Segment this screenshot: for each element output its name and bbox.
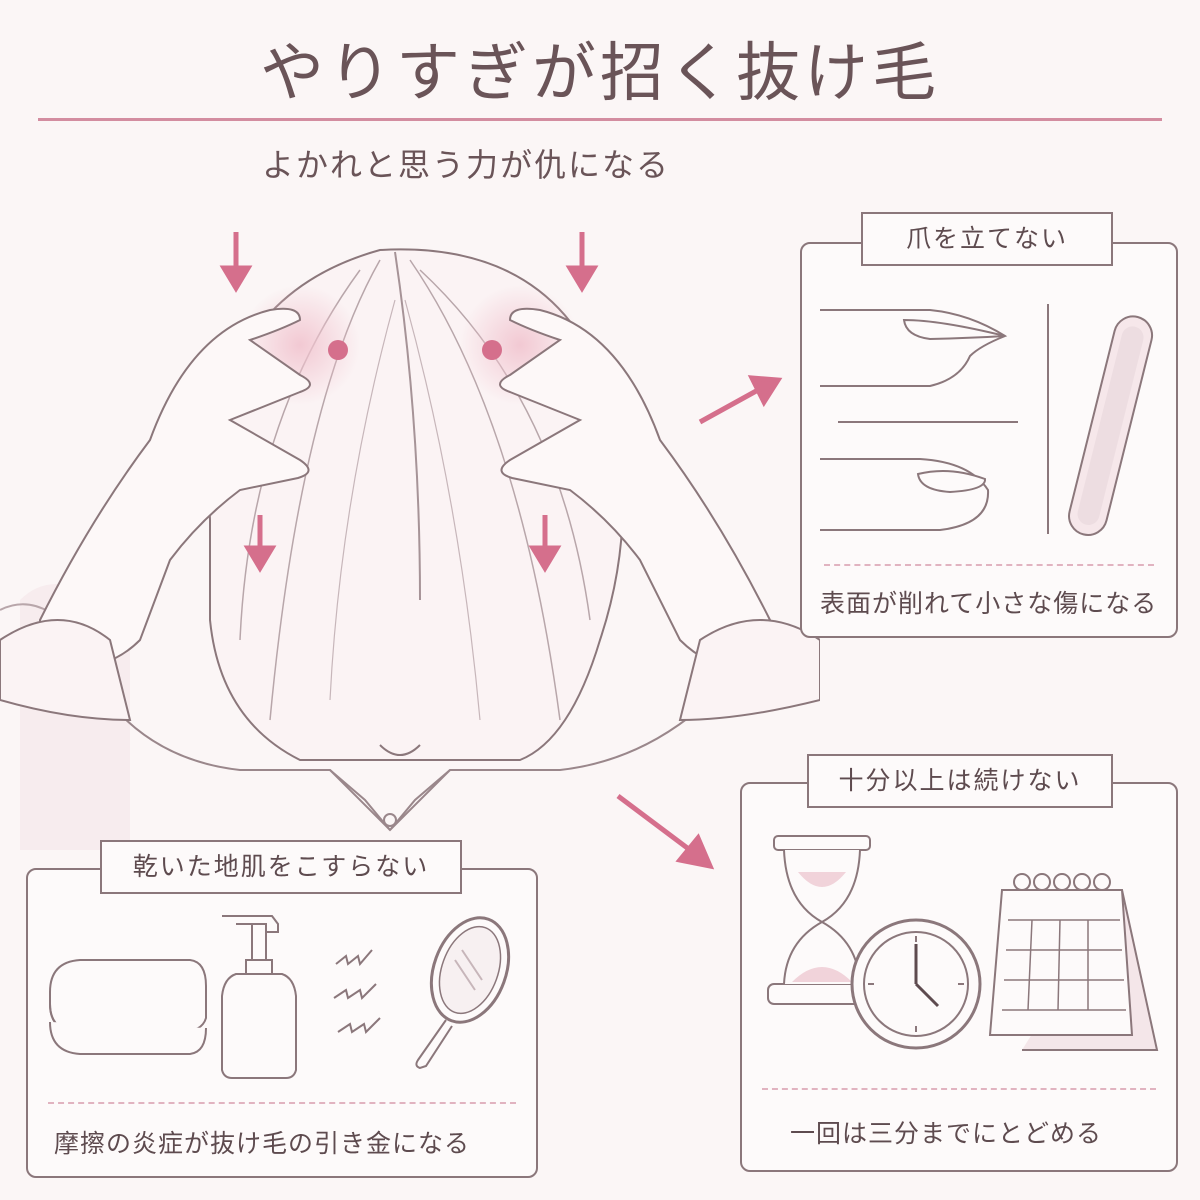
panel-dry: 摩擦の炎症が抜け毛の引き金になる — [26, 868, 538, 1178]
head-massage-illustration — [0, 232, 820, 870]
title-divider — [38, 118, 1162, 121]
dry-divider — [48, 1102, 516, 1104]
time-label: 十分以上は続けない — [807, 754, 1113, 808]
friction-sparks-icon — [333, 949, 381, 1034]
nail-file-icon — [1047, 304, 1154, 536]
panel-time: 一回は三分までにとどめる — [740, 782, 1178, 1172]
dry-label: 乾いた地肌をこすらない — [100, 840, 462, 894]
panel-nails: 表面が削れて小さな傷になる — [800, 242, 1178, 638]
clock-icon — [850, 918, 982, 1050]
fingernail-icon — [820, 309, 1018, 531]
pump-bottle-icon — [221, 915, 297, 1079]
nails-label: 爪を立てない — [861, 212, 1113, 266]
nails-divider — [824, 564, 1154, 566]
towel-icon — [49, 959, 207, 1055]
page-subtitle: よかれと思う力が仇になる — [262, 146, 671, 184]
time-caption: 一回は三分までにとどめる — [790, 1119, 1103, 1148]
dry-caption: 摩擦の炎症が抜け毛の引き金になる — [54, 1129, 471, 1158]
page-title: やりすぎが招く抜け毛 — [260, 37, 940, 111]
hand-mirror-icon — [415, 916, 511, 1070]
calendar-icon — [988, 873, 1159, 1051]
nails-caption: 表面が削れて小さな傷になる — [820, 589, 1158, 618]
time-divider — [762, 1088, 1156, 1090]
